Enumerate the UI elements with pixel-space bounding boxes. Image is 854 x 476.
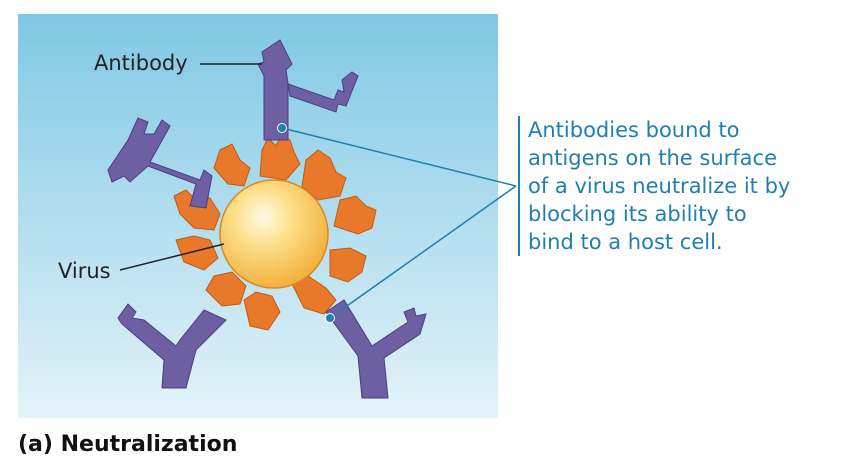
caption-line: of a virus neutralize it by [528,174,791,198]
antigen-spike [333,195,377,235]
caption-line: Antibodies bound to [528,118,740,142]
antigen-spike [259,133,301,181]
caption-line: bind to a host cell. [528,230,723,254]
antigen-spike [175,235,219,271]
virus-leader-line [119,243,225,271]
virus-particle [219,179,329,289]
pointer-dot-bottom [325,313,335,323]
antibody-bottom-left [117,303,227,389]
virus-label: Virus [58,259,111,283]
antigen-spike [243,291,281,331]
antibody-left [107,117,213,209]
antibody-bottom-right [325,299,427,399]
caption-line: blocking its ability to [528,202,747,226]
antigen-spike [329,247,367,283]
antibody-label: Antibody [94,51,188,75]
antibody-top [257,39,359,141]
antigen-layer [173,133,377,331]
antigen-spike [205,271,247,307]
antigen-spike [173,189,221,231]
figure-label: (a) Neutralization [18,432,238,457]
pointer-line-top [281,127,517,187]
caption-box: Antibodies bound to antigens on the surf… [518,116,854,256]
pointer-line-bottom [329,185,517,319]
antigen-spike [213,143,251,187]
antibody-layer [107,39,427,399]
pointer-dot-top [277,123,287,133]
caption-line: antigens on the surface [528,146,778,170]
